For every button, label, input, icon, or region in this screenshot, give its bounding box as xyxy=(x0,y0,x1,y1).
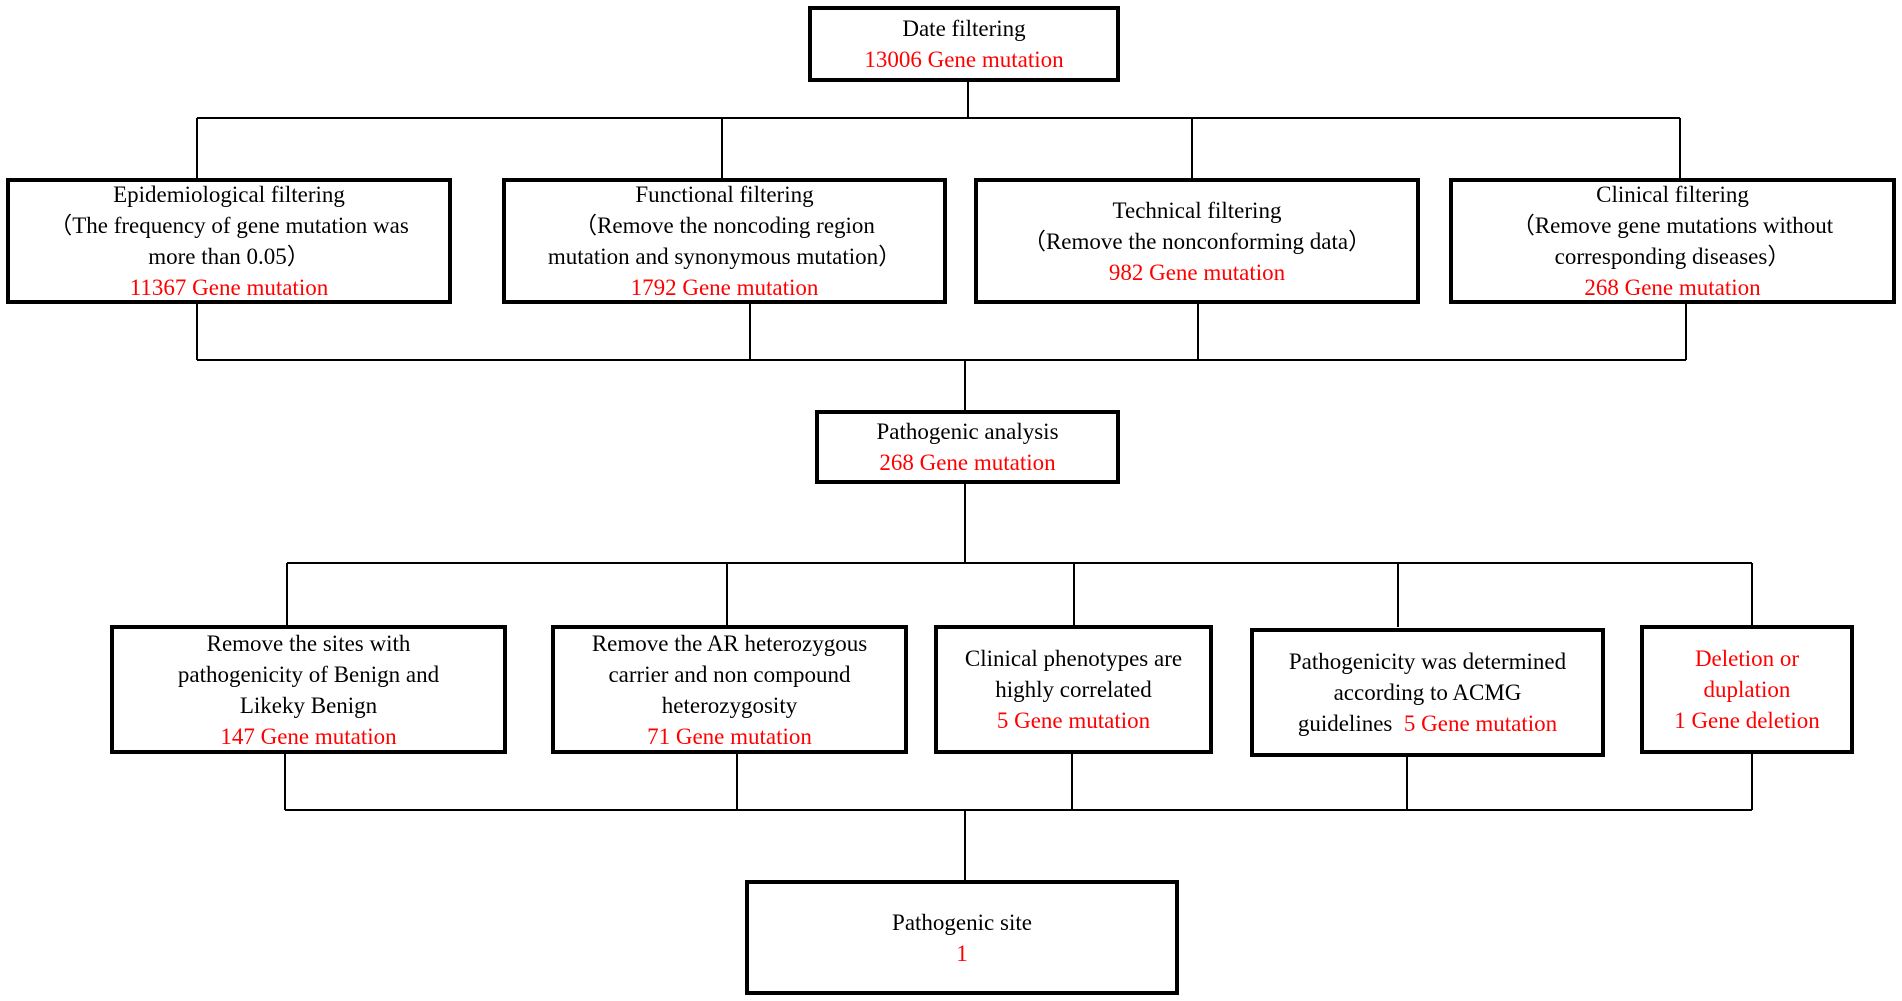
ar-line1: Remove the AR heterozygous xyxy=(591,630,868,656)
pathogenic-site-count: 1 xyxy=(956,940,968,966)
epidemiological-title: Epidemiological filtering xyxy=(113,182,345,207)
pathogenic-site-title: Pathogenic site xyxy=(892,909,1032,935)
phenotype-count: 5 Gene mutation xyxy=(996,708,1151,733)
ar-count: 71 Gene mutation xyxy=(647,723,812,749)
epidemiological-desc-line1: （The frequency of gene mutation was xyxy=(49,213,409,238)
date-filtering-count: 13006 Gene mutation xyxy=(864,47,1064,72)
ar-line3: heterozygosity xyxy=(661,692,798,718)
date-filtering-box: Date filtering 13006 Gene mutation xyxy=(808,6,1120,82)
deletion-line2: duplation xyxy=(1703,677,1791,702)
technical-count: 982 Gene mutation xyxy=(1108,259,1286,285)
functional-desc-line2: mutation and synonymous mutation） xyxy=(547,244,902,269)
clinical-desc-line2: corresponding diseases） xyxy=(1554,244,1791,269)
phenotype-correlation-box: Clinical phenotypes are highly correlate… xyxy=(934,625,1213,754)
acmg-line3: guidelines 5 Gene mutation xyxy=(1298,708,1557,739)
pathogenic-analysis-count: 268 Gene mutation xyxy=(879,450,1056,475)
acmg-line3-prefix: guidelines xyxy=(1297,711,1393,736)
clinical-title: Clinical filtering xyxy=(1596,182,1749,207)
technical-filtering-box: Technical filtering （Remove the nonconfo… xyxy=(974,178,1420,304)
pathogenic-analysis-box: Pathogenic analysis 268 Gene mutation xyxy=(815,410,1120,484)
phenotype-line2: highly correlated xyxy=(995,677,1152,702)
functional-desc-line1: （Remove the noncoding region xyxy=(574,213,875,238)
pathogenic-analysis-title: Pathogenic analysis xyxy=(876,419,1059,444)
pathogenic-site-box: Pathogenic site 1 xyxy=(745,880,1179,995)
deletion-count: 1 Gene deletion xyxy=(1674,708,1820,733)
epidemiological-desc-line2: more than 0.05） xyxy=(148,244,310,269)
benign-line3: Likeky Benign xyxy=(239,692,378,718)
ar-line2: carrier and non compound xyxy=(608,661,851,687)
epidemiological-filtering-box: Epidemiological filtering （The frequency… xyxy=(6,178,452,304)
benign-count: 147 Gene mutation xyxy=(220,723,397,749)
date-filtering-title: Date filtering xyxy=(902,16,1026,41)
acmg-count: 5 Gene mutation xyxy=(1403,711,1558,736)
benign-removal-box: Remove the sites with pathogenicity of B… xyxy=(110,625,507,754)
phenotype-line1: Clinical phenotypes are xyxy=(964,646,1183,671)
benign-line1: Remove the sites with xyxy=(206,630,411,656)
deletion-duplication-box: Deletion or duplation 1 Gene deletion xyxy=(1640,625,1854,754)
technical-title: Technical filtering xyxy=(1112,197,1282,223)
epidemiological-count: 11367 Gene mutation xyxy=(129,275,329,300)
acmg-line1: Pathogenicity was determined xyxy=(1288,649,1567,674)
acmg-pathogenicity-box: Pathogenicity was determined according t… xyxy=(1250,628,1605,757)
clinical-count: 268 Gene mutation xyxy=(1584,275,1761,300)
clinical-filtering-box: Clinical filtering （Remove gene mutation… xyxy=(1449,178,1896,304)
deletion-line1: Deletion or xyxy=(1694,646,1800,671)
benign-line2: pathogenicity of Benign and xyxy=(177,661,440,687)
technical-desc-line1: （Remove the nonconforming data） xyxy=(1022,228,1372,254)
ar-heterozygous-box: Remove the AR heterozygous carrier and n… xyxy=(551,625,908,754)
acmg-line2: according to ACMG xyxy=(1333,680,1522,705)
functional-title: Functional filtering xyxy=(635,182,814,207)
functional-filtering-box: Functional filtering （Remove the noncodi… xyxy=(502,178,947,304)
functional-count: 1792 Gene mutation xyxy=(630,275,819,300)
clinical-desc-line1: （Remove gene mutations without xyxy=(1511,213,1834,238)
